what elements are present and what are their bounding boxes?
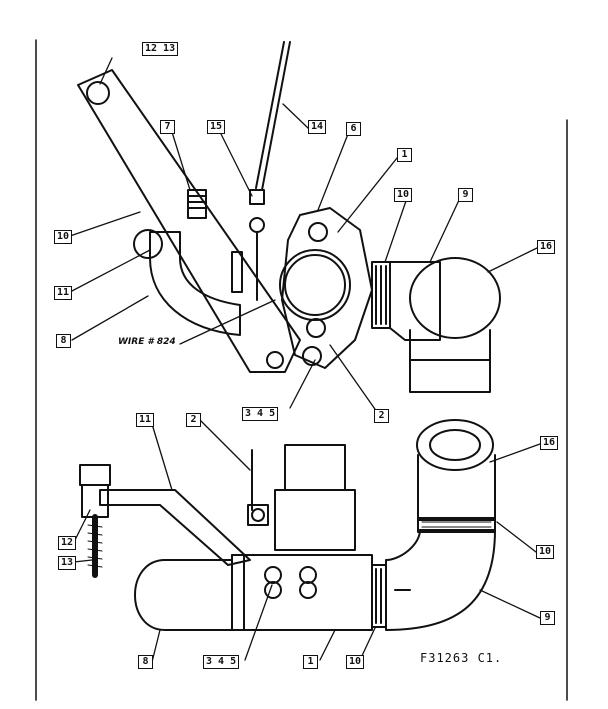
part-label-3-4-5-bottom: 3 4 5	[203, 655, 240, 669]
leader-lines	[69, 57, 541, 663]
part-label-9-top: 9	[458, 188, 473, 202]
part-label-1-top: 1	[397, 148, 412, 162]
part-label-2-top: 2	[374, 409, 389, 423]
part-label-10-bottom: 10	[536, 545, 555, 559]
part-label-8-bottom: 8	[138, 655, 153, 669]
part-label-3-4-5-top: 3 4 5	[242, 407, 279, 421]
bracket-bottom	[99, 489, 251, 566]
wire-label: WIRE # 824	[118, 337, 176, 347]
part-label-13: 13	[58, 556, 77, 570]
coupling-bottom	[371, 564, 387, 628]
bracket-arm-top	[77, 69, 301, 373]
coupling-top	[371, 261, 391, 329]
part-label-10-top-right: 10	[394, 188, 413, 202]
part-label-8-top: 8	[56, 334, 71, 348]
part-label-10-bottom-center: 10	[346, 655, 365, 669]
part-label-14: 14	[308, 120, 327, 134]
main-pipe-bottom	[231, 554, 373, 631]
part-label-9-bottom: 9	[540, 611, 555, 625]
part-label-12: 12	[58, 536, 77, 550]
bolt	[79, 464, 111, 578]
upright-cap-bottom	[416, 419, 496, 533]
rod	[249, 41, 291, 301]
spring-terminal	[187, 189, 207, 219]
part-label-11-left: 11	[54, 286, 73, 300]
elbow-pipe-left	[133, 229, 243, 336]
part-label-1-bottom: 1	[303, 655, 318, 669]
part-label-12-13-top: 12 13	[142, 42, 179, 56]
part-label-10-left: 10	[54, 230, 73, 244]
part-label-16-top: 16	[537, 240, 556, 254]
valve-body	[247, 444, 356, 551]
figure-code: F31263 C1.	[420, 651, 503, 665]
part-label-15: 15	[207, 120, 226, 134]
part-label-2-bottom: 2	[186, 413, 201, 427]
elbow-pipe-right-bottom	[385, 529, 496, 631]
part-label-7: 7	[160, 120, 175, 134]
flange-body	[279, 207, 373, 369]
elbow-pipe-right-top	[389, 257, 501, 393]
part-label-11-bottom: 11	[136, 413, 155, 427]
part-label-16-bottom: 16	[540, 436, 559, 450]
end-cap-left	[134, 559, 233, 631]
part-label-6: 6	[346, 122, 361, 136]
